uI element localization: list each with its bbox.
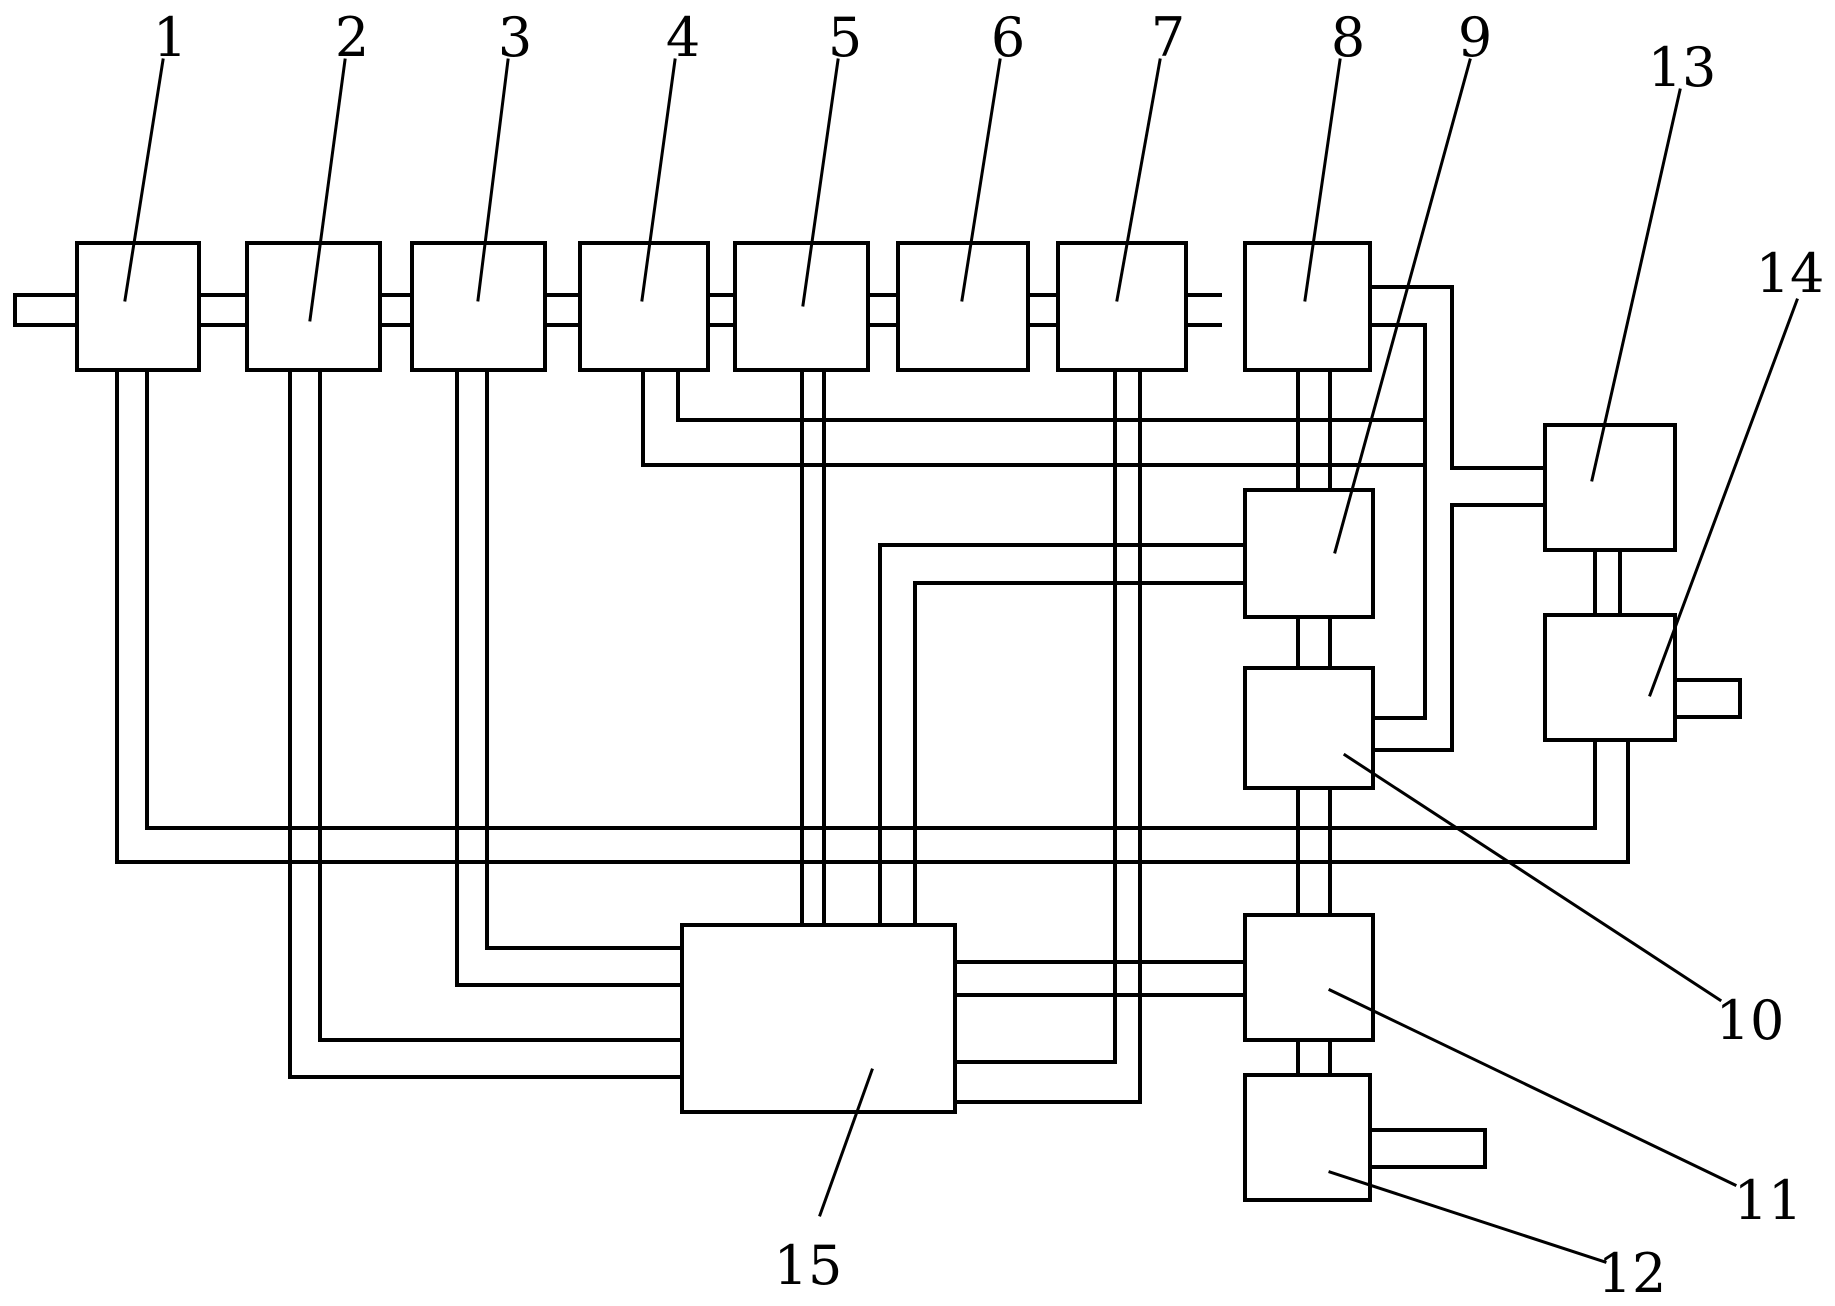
line-7-right bbox=[953, 368, 1142, 1104]
leader-8 bbox=[1303, 58, 1342, 302]
leader-5 bbox=[801, 58, 840, 307]
branch-13-to-10 bbox=[1373, 503, 1547, 752]
leader-11 bbox=[1327, 987, 1738, 1188]
label-6: 6 bbox=[991, 6, 1025, 69]
label-10: 10 bbox=[1716, 989, 1785, 1052]
leader-6 bbox=[960, 58, 1002, 302]
line-9-upper bbox=[878, 543, 1247, 927]
block-14 bbox=[1543, 613, 1677, 742]
leader-2 bbox=[308, 58, 347, 322]
loop-1-14-inner bbox=[145, 368, 1597, 830]
line-3-inner bbox=[485, 368, 684, 950]
labels: 1 2 3 4 5 6 7 8 9 13 14 10 11 12 15 bbox=[153, 6, 1825, 1305]
leader-14 bbox=[1648, 298, 1799, 697]
leader-10 bbox=[1342, 752, 1723, 1003]
label-9: 9 bbox=[1458, 6, 1492, 69]
block-1 bbox=[75, 241, 201, 372]
block-2 bbox=[245, 241, 382, 372]
outlet-14 bbox=[1673, 678, 1742, 719]
block-9 bbox=[1243, 488, 1375, 619]
branch-8-to-13-outer bbox=[1363, 285, 1547, 470]
label-15: 15 bbox=[774, 1234, 843, 1297]
block-7 bbox=[1056, 241, 1188, 372]
block-13 bbox=[1543, 423, 1677, 552]
leader-7 bbox=[1115, 58, 1162, 302]
block-11 bbox=[1243, 913, 1375, 1042]
outlet-12 bbox=[1368, 1128, 1487, 1169]
block-6 bbox=[896, 241, 1030, 372]
label-13: 13 bbox=[1648, 36, 1717, 99]
label-2: 2 bbox=[335, 6, 369, 69]
loop-1-14-outer bbox=[115, 368, 1630, 864]
leader-15 bbox=[818, 1068, 874, 1217]
label-14: 14 bbox=[1756, 242, 1825, 305]
line-2-inner bbox=[318, 368, 684, 1042]
label-5: 5 bbox=[828, 6, 862, 69]
block-10 bbox=[1243, 666, 1375, 790]
leader-9 bbox=[1333, 58, 1472, 554]
leader-4 bbox=[640, 58, 677, 302]
label-7: 7 bbox=[1151, 6, 1185, 69]
line-3-outer bbox=[455, 368, 684, 987]
blocks bbox=[75, 241, 1677, 1202]
block-3 bbox=[410, 241, 547, 372]
block-5 bbox=[733, 241, 870, 372]
label-3: 3 bbox=[498, 6, 532, 69]
leader-lines bbox=[123, 58, 1799, 1264]
block-12 bbox=[1243, 1073, 1372, 1202]
line-4-upper bbox=[676, 368, 1427, 422]
leader-3 bbox=[476, 58, 510, 302]
leader-12 bbox=[1328, 1170, 1607, 1264]
line-7-left bbox=[953, 368, 1117, 1064]
branch-8-to-13-inner bbox=[1363, 323, 1427, 720]
line-2-outer bbox=[288, 368, 684, 1079]
label-8: 8 bbox=[1331, 6, 1365, 69]
label-1: 1 bbox=[153, 6, 187, 69]
label-4: 4 bbox=[666, 6, 700, 69]
line-4-lower bbox=[641, 368, 1427, 467]
label-12: 12 bbox=[1598, 1242, 1667, 1305]
line-9-lower bbox=[913, 581, 1247, 927]
label-11: 11 bbox=[1734, 1169, 1803, 1232]
block-15 bbox=[680, 923, 957, 1114]
block-4 bbox=[578, 241, 710, 372]
leader-1 bbox=[123, 58, 165, 302]
leader-13 bbox=[1590, 88, 1682, 482]
connectors bbox=[13, 285, 1742, 1169]
block-8 bbox=[1243, 241, 1372, 372]
